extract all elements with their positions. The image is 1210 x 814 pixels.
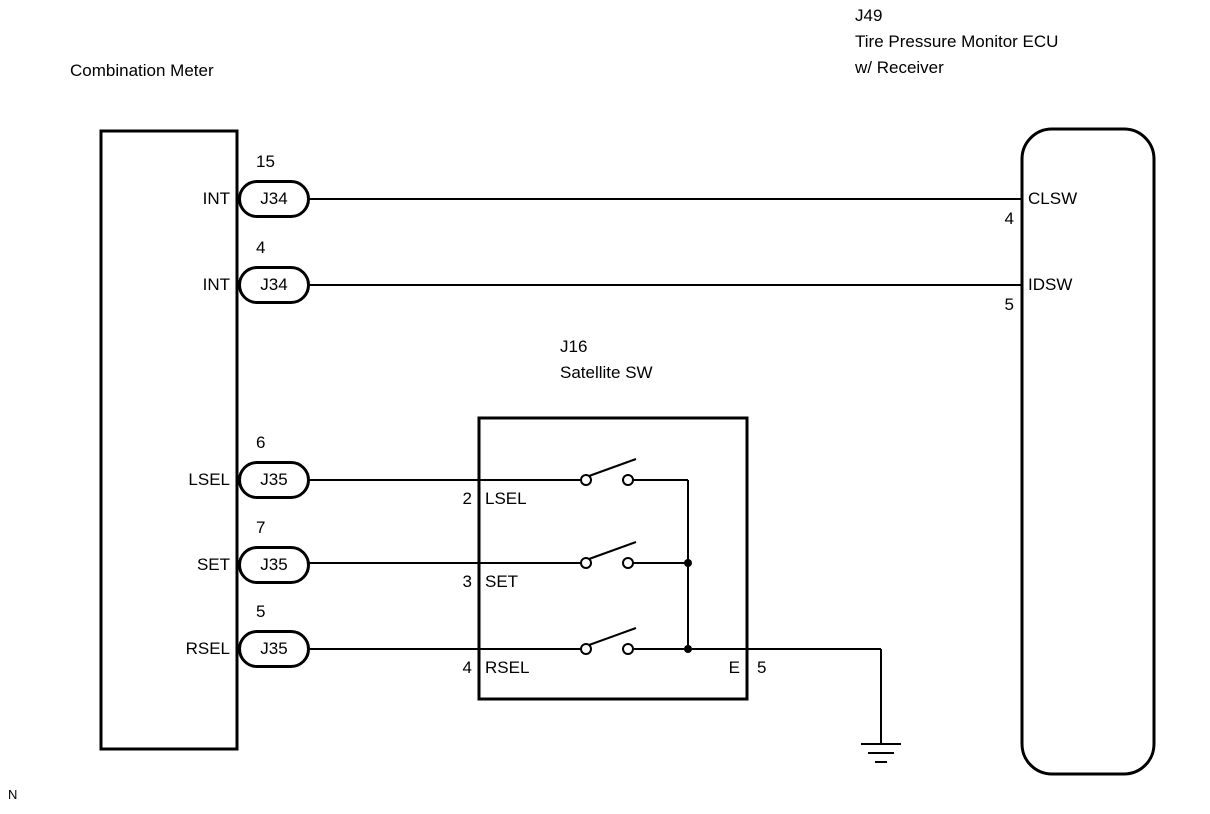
- satellite-ground-pin: 5: [757, 658, 767, 677]
- satellite-pin-number: 4: [462, 658, 472, 677]
- meter-signal-label: LSEL: [188, 470, 230, 489]
- meter-pin-number: 7: [256, 518, 266, 537]
- ecu-subtitle: w/ Receiver: [855, 58, 944, 77]
- satellite-id: J16: [560, 337, 588, 356]
- tpms-ecu-box: [1020, 127, 1156, 776]
- meter-pin-number: 4: [256, 238, 266, 257]
- meter-signal-label: INT: [202, 275, 230, 294]
- meter-signal-label: SET: [196, 555, 230, 574]
- satellite-signal-label: RSEL: [485, 658, 530, 677]
- switch-set-icon: [580, 541, 637, 569]
- junction-dot-rsel: [684, 645, 692, 653]
- meter-connector-oval: J34: [238, 180, 310, 218]
- satellite-sw-box: [477, 416, 749, 701]
- satellite-signal-label: SET: [485, 572, 519, 591]
- combination-meter-box: [99, 129, 239, 751]
- meter-connector-oval: J35: [238, 461, 310, 499]
- ecu-id: J49: [855, 6, 883, 25]
- meter-pin-number: 5: [256, 602, 266, 621]
- combination-meter-title: Combination Meter: [70, 61, 214, 80]
- ecu-name: Tire Pressure Monitor ECU: [855, 32, 1059, 51]
- meter-connector-oval: J35: [238, 630, 310, 668]
- ground-icon: [861, 743, 901, 763]
- satellite-signal-label: LSEL: [485, 489, 527, 508]
- meter-connector-oval: J34: [238, 266, 310, 304]
- ecu-pin-number: 5: [1004, 295, 1014, 314]
- meter-signal-label: INT: [202, 189, 230, 208]
- ecu-signal-label: CLSW: [1028, 189, 1078, 208]
- corner-marker: N: [8, 787, 18, 802]
- switch-rsel-icon: [580, 627, 637, 655]
- ecu-pin-number: 4: [1004, 209, 1014, 228]
- meter-signal-label: RSEL: [185, 639, 230, 658]
- switch-lsel-icon: [580, 458, 637, 486]
- meter-pin-number: 6: [256, 433, 266, 452]
- satellite-ground-terminal: E: [728, 658, 740, 677]
- satellite-pin-number: 3: [462, 572, 472, 591]
- satellite-pin-number: 2: [462, 489, 472, 508]
- ecu-signal-label: IDSW: [1028, 275, 1073, 294]
- meter-connector-oval: J35: [238, 546, 310, 584]
- meter-pin-number: 15: [256, 152, 275, 171]
- junction-dot-set: [684, 559, 692, 567]
- satellite-name: Satellite SW: [560, 363, 653, 382]
